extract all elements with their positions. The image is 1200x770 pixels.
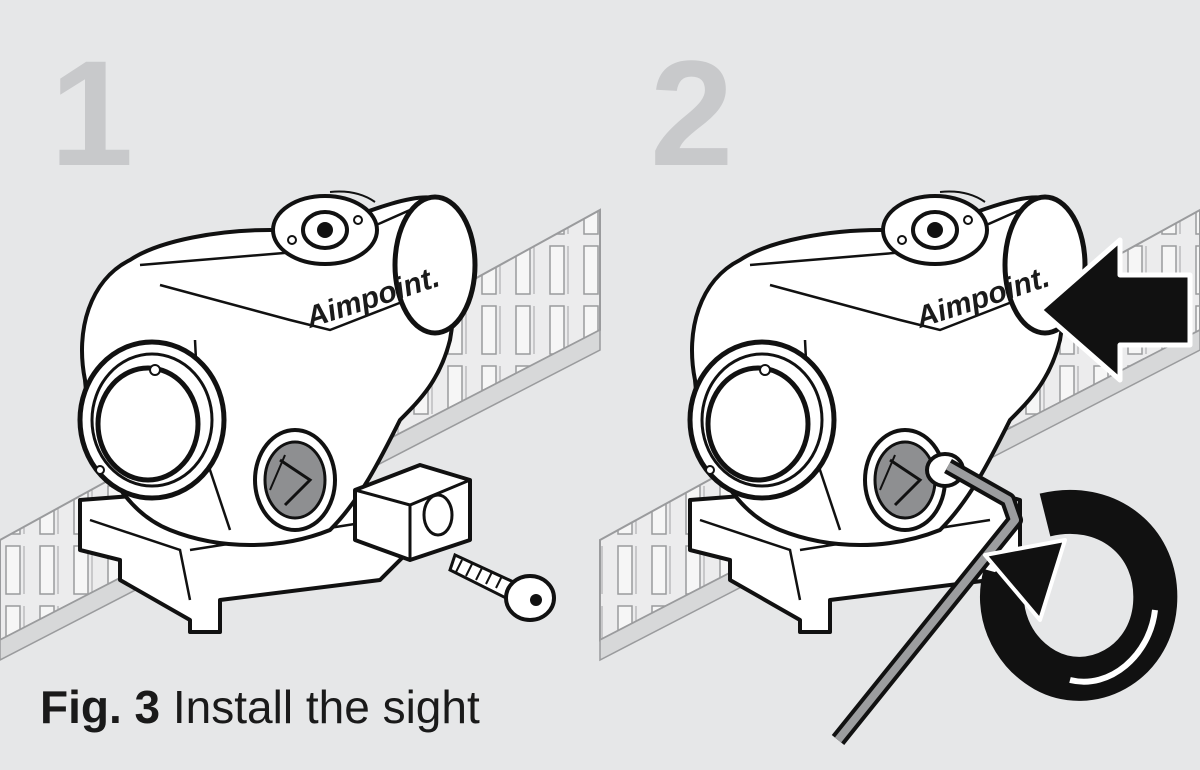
hex-key (831, 452, 1023, 746)
mounting-screw (448, 552, 556, 622)
step-1-panel: 1 Aimpoint. (0, 29, 601, 661)
figure-caption: Fig. 3 Install the sight (40, 680, 480, 734)
red-dot-sight: Aimpoint. (80, 192, 475, 632)
step-2-panel: 2 Aimpoint. (599, 29, 1200, 746)
rotate-clockwise-icon (980, 489, 1178, 701)
step-2-number: 2 (650, 29, 733, 197)
red-dot-sight: Aimpoint. (690, 192, 1085, 632)
mounting-clamp (353, 463, 472, 562)
figure-title: Install the sight (172, 681, 480, 733)
step-1-number: 1 (50, 29, 133, 197)
figure-label: Fig. 3 (40, 681, 161, 733)
